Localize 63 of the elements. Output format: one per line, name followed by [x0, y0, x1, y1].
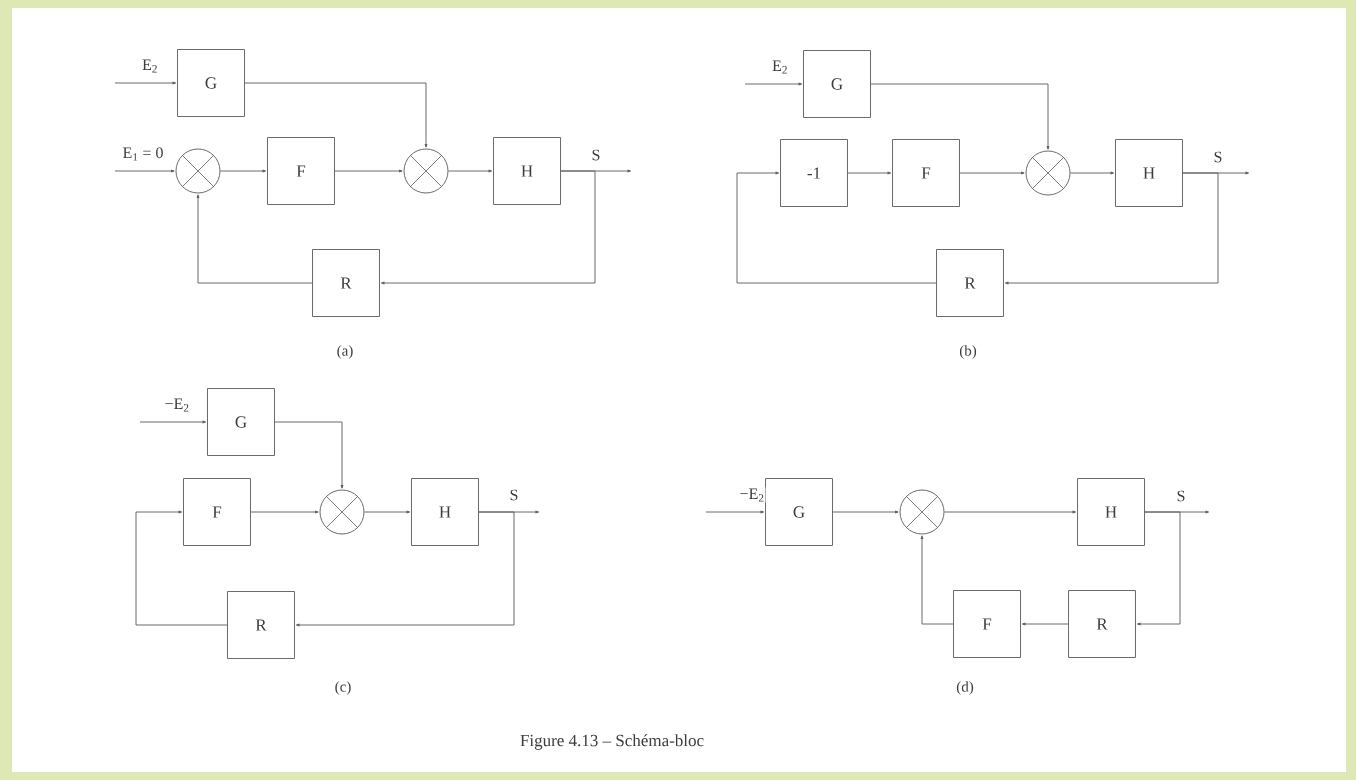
summing-junction	[319, 489, 365, 535]
arrow	[139, 420, 207, 424]
caption: Figure 4.13 – Schéma-bloc	[520, 734, 704, 750]
block-box: -1	[780, 139, 848, 207]
arrow	[736, 171, 937, 284]
block-box: H	[1115, 139, 1183, 207]
arrow	[870, 83, 1050, 150]
arrow	[832, 510, 899, 514]
arrow	[334, 169, 403, 173]
arrow	[380, 170, 596, 285]
block-box: F	[953, 590, 1021, 658]
signal-label: S	[1175, 489, 1187, 503]
arrow	[1021, 622, 1069, 626]
panel-label: (c)	[335, 681, 351, 695]
arrow	[250, 510, 319, 514]
arrow	[1136, 511, 1181, 626]
arrow	[448, 169, 493, 173]
arrow	[1070, 171, 1115, 175]
panel-label: (b)	[959, 345, 977, 359]
arrow	[959, 171, 1025, 175]
signal-label: S	[1212, 150, 1224, 164]
signal-label: S	[590, 148, 602, 162]
block-box: G	[177, 49, 245, 117]
block-box: G	[765, 478, 833, 546]
block-box: H	[1077, 478, 1145, 546]
signal-label: E$_{1}$ = 0	[121, 146, 165, 162]
arrow	[744, 82, 803, 86]
arrow	[847, 171, 892, 175]
arrow	[705, 510, 765, 514]
block-box: R	[936, 249, 1004, 317]
block-box: H	[493, 137, 561, 205]
block-box: G	[803, 50, 871, 118]
block-box: F	[183, 478, 251, 546]
panel-label: (a)	[337, 345, 353, 359]
arrow	[920, 535, 954, 625]
signal-label: S	[508, 488, 520, 502]
arrow	[274, 421, 344, 489]
summing-junction	[1025, 150, 1071, 196]
block-box: H	[411, 478, 479, 546]
arrow	[196, 194, 313, 284]
block-box: R	[1068, 590, 1136, 658]
signal-label: −E$_{2}$	[163, 397, 191, 413]
arrow	[220, 169, 267, 173]
arrow	[114, 169, 175, 173]
block-box: F	[892, 139, 960, 207]
block-box: F	[267, 137, 335, 205]
block-box: G	[207, 388, 275, 456]
summing-junction	[899, 489, 945, 535]
block-box: R	[227, 591, 295, 659]
summing-junction	[175, 148, 221, 194]
panel-label: (d)	[956, 681, 974, 695]
arrow	[944, 510, 1077, 514]
arrow	[295, 511, 515, 627]
arrow	[364, 510, 411, 514]
signal-label: E$_{2}$	[771, 59, 789, 75]
signal-label: −E$_{2}$	[738, 487, 766, 503]
summing-junction	[403, 148, 449, 194]
signal-label: E$_{2}$	[141, 58, 159, 74]
arrow	[1004, 172, 1219, 285]
arrow	[244, 82, 428, 148]
block-box: R	[312, 249, 380, 317]
arrow	[135, 510, 228, 626]
arrow	[114, 81, 177, 85]
